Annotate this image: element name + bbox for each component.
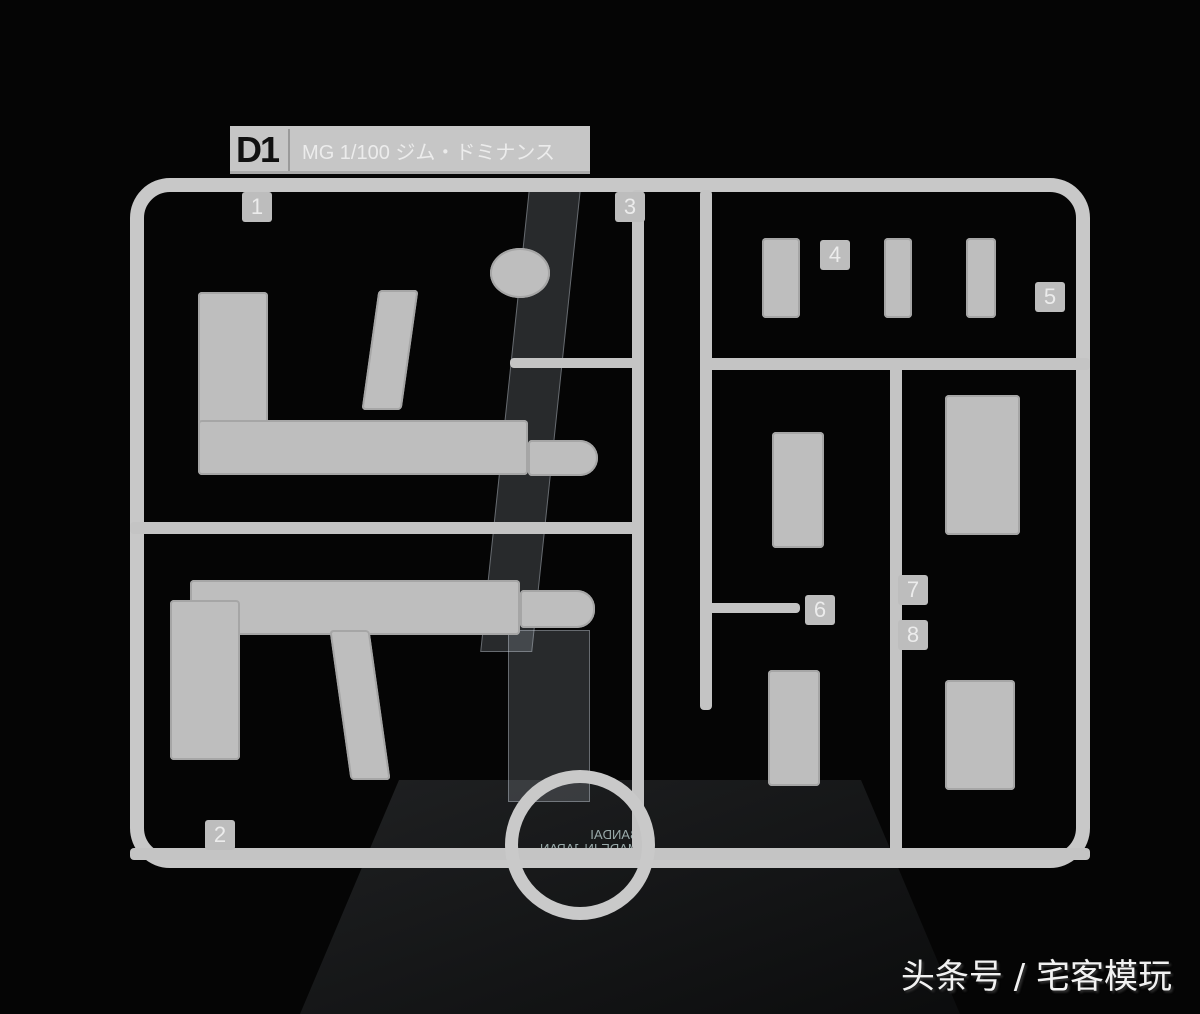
runner-code: D1 (230, 129, 291, 171)
part-tag-7: 7 (898, 575, 928, 605)
bracket-part (945, 395, 1020, 535)
runner-bar (510, 358, 640, 368)
rifle-body-part (198, 420, 528, 475)
rifle2-stock-part (170, 600, 240, 760)
runner-bar (890, 360, 902, 860)
vent-block-part (768, 670, 820, 786)
runner-bar (700, 603, 800, 613)
small-block-part (884, 238, 912, 318)
bracket-part (945, 680, 1015, 790)
hinge-part (966, 238, 996, 318)
small-block-part (762, 238, 800, 318)
part-tag-6: 6 (805, 595, 835, 625)
stand-ring-part (505, 770, 655, 920)
watermark: 头条号 / 宅客模玩 (900, 957, 1172, 997)
part-tag-2: 2 (205, 820, 235, 850)
part-tag-3: 3 (615, 192, 645, 222)
runner-title-plate: D1 MG 1/100 ジム・ドミナンス (230, 126, 590, 174)
part-tag-4: 4 (820, 240, 850, 270)
runner-title-text: MG 1/100 ジム・ドミナンス (302, 141, 556, 164)
rifle-muzzle-part (528, 440, 598, 476)
runner-bar (130, 522, 640, 534)
part-tag-8: 8 (898, 620, 928, 650)
vent-block-part (772, 432, 824, 548)
rifle2-body-part (190, 580, 520, 635)
runner-bar (632, 190, 644, 850)
part-tag-5: 5 (1035, 282, 1065, 312)
rifle2-muzzle-part (520, 590, 595, 628)
runner-bar (700, 190, 712, 710)
part-tag-1: 1 (242, 192, 272, 222)
round-joint-part (490, 248, 550, 298)
